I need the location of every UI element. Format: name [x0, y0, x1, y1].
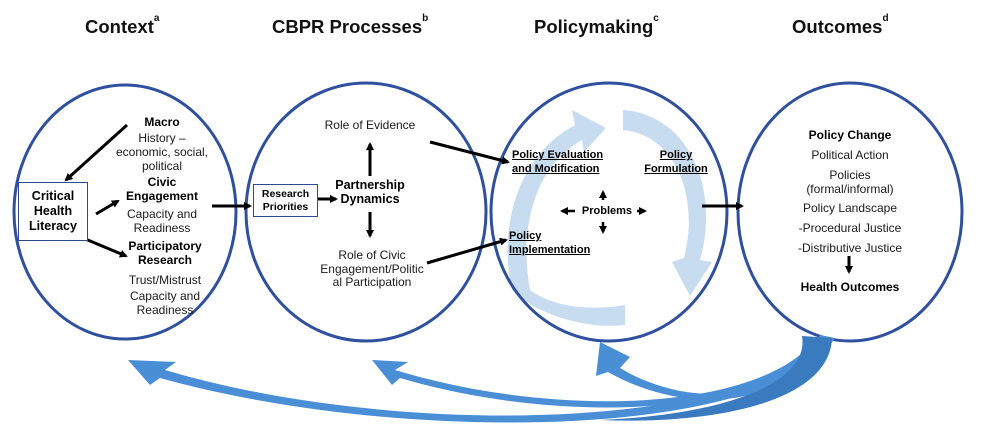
arrow-evidence-to-evaluation	[429, 140, 510, 165]
policy-landscape: Policy Landscape	[802, 201, 898, 215]
problems-label: Problems	[581, 205, 633, 217]
policy-cycle-arrows	[507, 110, 712, 326]
procedural-justice: -Procedural Justice	[798, 221, 902, 235]
feedback-arrow-source	[600, 336, 832, 421]
macro-description: History –economic, social,political	[115, 131, 209, 173]
context-circle	[12, 83, 238, 341]
header-cbpr: CBPR Processesb	[272, 13, 429, 38]
arrow-literacy-to-civic	[95, 199, 120, 216]
distributive-justice: -Distributive Justice	[797, 241, 903, 255]
feedback-arrows	[128, 335, 835, 423]
policies-formal-informal: Policies(formal/informal)	[806, 168, 894, 196]
header-policymaking: Policymakingc	[534, 13, 659, 38]
cycle-arrow-bottom	[512, 290, 625, 326]
feedback-arrow-to-policymaking	[596, 342, 820, 400]
role-of-evidence: Role of Evidence	[324, 118, 416, 132]
policy-change: Policy Change	[808, 128, 892, 142]
cycle-arrow-right	[623, 110, 712, 296]
macro-title: Macro	[144, 115, 180, 129]
trust-mistrust: Trust/Mistrust	[128, 273, 202, 287]
arrow-civic-to-implementation	[426, 237, 508, 265]
header-outcomes: Outcomesd	[792, 13, 889, 38]
feedback-arrow-to-context	[128, 335, 835, 423]
header-context: Contexta	[85, 13, 160, 38]
cbpr-circle	[244, 81, 488, 343]
cycle-arrow-top-left	[507, 110, 606, 290]
arrow-literacy-to-participatory	[82, 236, 128, 258]
arrow-macro-to-literacy	[64, 123, 129, 182]
political-action: Political Action	[811, 148, 889, 162]
outcomes-circle	[736, 81, 964, 343]
health-outcomes: Health Outcomes	[800, 280, 900, 294]
policymaking-circle	[489, 81, 729, 343]
